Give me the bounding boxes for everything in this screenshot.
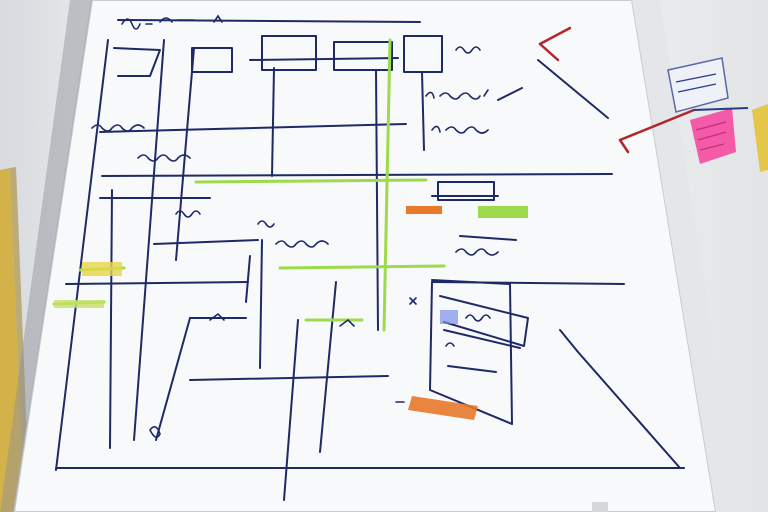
orange-tag [406,206,442,214]
blue-patch [440,310,458,324]
lime-tag [54,300,104,308]
green-tag [478,206,528,218]
corner-clip [592,502,608,512]
yellow-tag [82,262,122,276]
blue-connector [694,108,748,110]
